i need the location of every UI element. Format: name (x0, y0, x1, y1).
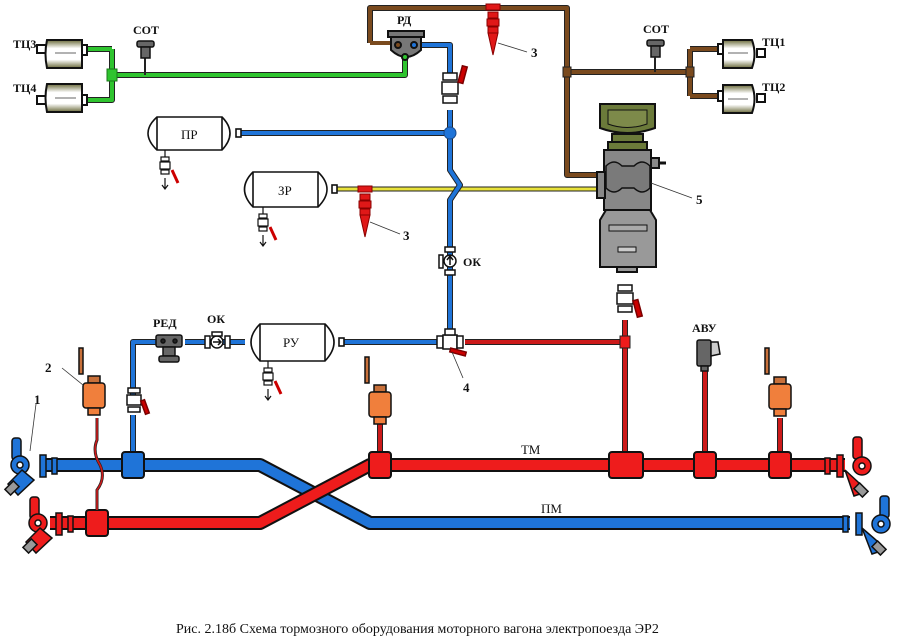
brake-cylinder-tc3 (36, 39, 88, 69)
label-tc3: ТЦ3 (13, 37, 36, 51)
brake-cylinder-tc1 (717, 39, 766, 69)
callout-lines (29, 42, 693, 452)
label-ok-bottom: ОК (207, 312, 225, 326)
reducer-red (155, 334, 183, 363)
sot-valve-right (646, 39, 665, 72)
label-tc1: ТЦ1 (762, 35, 785, 49)
callout-3-top: 3 (531, 45, 538, 60)
end-coupling-right-red (824, 436, 872, 499)
emergency-valve-2 (78, 347, 106, 416)
reservoir-zr (243, 171, 338, 208)
emergency-valve-mid (364, 356, 392, 425)
figure-caption: Рис. 2.18б Схема тормозного оборудования… (176, 622, 659, 637)
label-pr: ПР (181, 127, 198, 142)
supply-main-pm (40, 458, 850, 530)
air-distributor-5 (596, 103, 666, 273)
label-ok-vertical: ОК (463, 255, 481, 269)
label-avu: АВУ (692, 321, 717, 335)
isolation-cock-pm-branch (126, 387, 151, 416)
drain-cock-zr (257, 207, 278, 247)
label-sot-right: СОТ (643, 22, 669, 36)
label-tm: ТМ (521, 442, 541, 457)
reservoir-pr (147, 116, 242, 151)
sot-valve-left (136, 40, 155, 59)
end-coupling-left-blue (3, 437, 58, 497)
end-coupling-left-red (21, 496, 74, 555)
drain-cock-pr (159, 150, 180, 190)
isolation-cock-distributor (616, 284, 644, 319)
label-zr: ЗР (278, 183, 292, 198)
callout-4: 4 (463, 380, 470, 395)
callout-5: 5 (696, 192, 703, 207)
avu-valve (696, 339, 721, 372)
dust-filter-3-top (485, 3, 501, 56)
callout-1: 1 (34, 392, 41, 407)
label-tc2: ТЦ2 (762, 80, 785, 94)
brake-cylinder-tc2 (717, 84, 766, 114)
pressure-relay-rd (387, 30, 425, 61)
label-tc4: ТЦ4 (13, 81, 36, 95)
label-red: РЕД (153, 316, 177, 330)
label-ru: РУ (283, 335, 300, 350)
check-valve-ok-horizontal (204, 331, 231, 349)
check-valve-ok-vertical (438, 246, 457, 276)
callout-3-mid: 3 (403, 228, 410, 243)
brake-cylinder-tc4 (36, 83, 88, 113)
label-sot-left: СОТ (133, 23, 159, 37)
pipe-tees (85, 451, 792, 537)
label-pm: ПМ (541, 501, 562, 516)
label-rd: РД (397, 13, 412, 27)
brake-main-tm (50, 458, 845, 530)
end-coupling-right-blue (842, 495, 891, 557)
isolation-cock-top (441, 64, 469, 104)
three-way-cock-4 (436, 328, 468, 357)
emergency-valve-right (764, 347, 792, 417)
dust-filter-3-mid (357, 185, 373, 238)
callout-2: 2 (45, 360, 52, 375)
reservoir-ru (250, 323, 345, 362)
drain-cock-ru (262, 361, 283, 401)
